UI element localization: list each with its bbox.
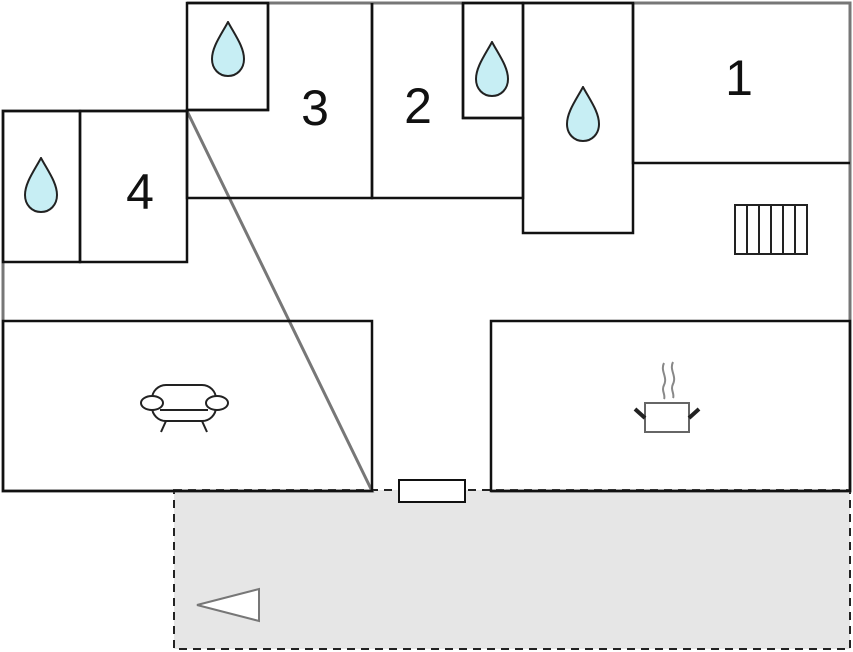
water-drop-icon bbox=[566, 86, 600, 142]
water-drop-icon bbox=[24, 157, 58, 213]
water-drop-icon bbox=[211, 21, 245, 77]
bathroom-right bbox=[521, 1, 635, 235]
stairs-icon bbox=[734, 204, 808, 255]
room-number-4: 4 bbox=[126, 164, 154, 220]
bedroom-4: 4 bbox=[78, 109, 189, 264]
entrance-door bbox=[398, 479, 466, 503]
room-number-1: 1 bbox=[725, 50, 753, 106]
cooking-pot-icon bbox=[633, 361, 701, 433]
water-drop-icon bbox=[475, 41, 509, 97]
room-number-3: 3 bbox=[301, 80, 329, 136]
sofa-icon bbox=[140, 384, 229, 433]
bathroom-left bbox=[1, 109, 82, 264]
kitchen bbox=[489, 319, 852, 493]
terrace bbox=[173, 489, 851, 650]
triangle-arrow-icon bbox=[196, 587, 260, 623]
living-room bbox=[1, 319, 374, 493]
bedroom-1: 1 bbox=[631, 3, 850, 165]
room-number-2: 2 bbox=[404, 78, 432, 134]
outer-wall bbox=[1, 1, 852, 493]
bathroom-middle bbox=[461, 1, 525, 120]
bathroom-top-left bbox=[185, 1, 270, 112]
bedroom-2: 2 bbox=[370, 3, 525, 200]
